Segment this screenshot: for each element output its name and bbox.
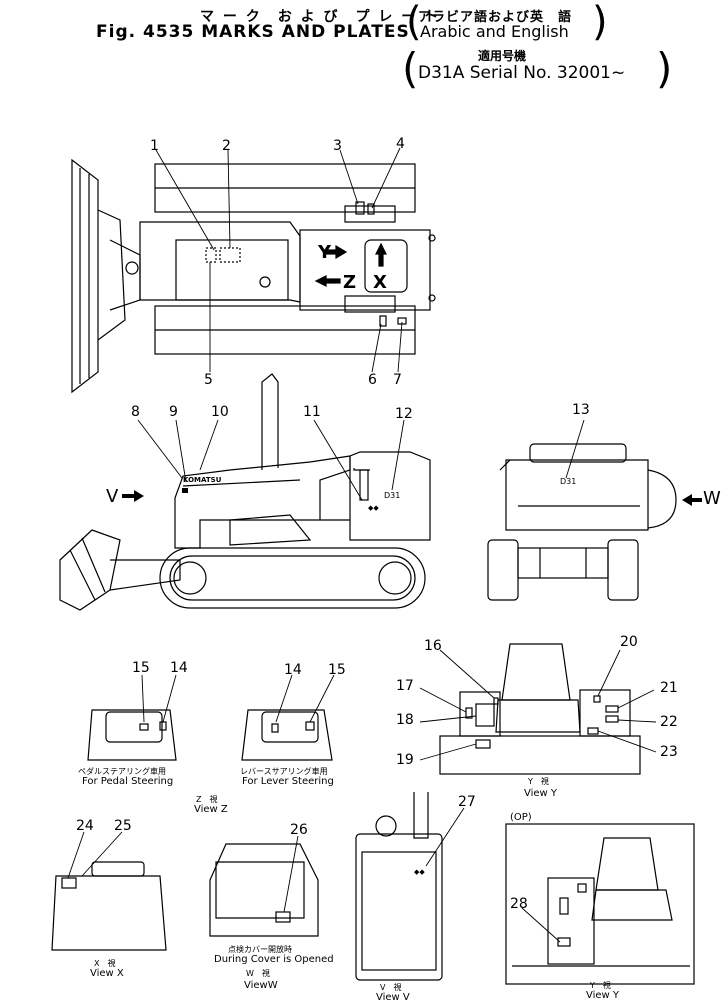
arrow-x-label: X [373, 272, 387, 293]
serial-japanese: 適用号機 [478, 49, 527, 63]
title-japanese: マ ー ク お よ び プ レ ー ト [200, 9, 441, 25]
view-arrows [314, 242, 387, 287]
view-y-caption-jp: Y 視 [528, 777, 549, 786]
arrow-v-label: V [106, 486, 119, 507]
right-paren-icon: ) [656, 44, 673, 93]
arrow-z-label: Z [343, 272, 356, 293]
left-paren-icon: ( [406, 0, 422, 45]
callout-11: 11 [303, 404, 321, 420]
language-japanese: アラビア語および英 語 [418, 10, 573, 25]
view-w-drawing [209, 843, 319, 937]
callout-20: 20 [620, 634, 638, 650]
komatsu-plate-text: KOMATSU [183, 476, 222, 484]
view-z-pedal-drawing [87, 709, 177, 761]
callout-14-lever: 14 [284, 662, 302, 678]
arrow-up-icon [375, 242, 387, 255]
callout-25: 25 [114, 818, 132, 834]
cover-caption-jp: 点検カバー開放時 [228, 945, 292, 954]
leader-lines-side [137, 419, 405, 501]
callout-21: 21 [660, 680, 678, 696]
serial-number: D31A Serial No. 32001~ [418, 63, 626, 83]
cover-caption: During Cover is Opened [214, 954, 334, 965]
view-y-op-caption: View Y [586, 990, 620, 1001]
callout-15-lever: 15 [328, 662, 346, 678]
view-z-lever-drawing [241, 709, 333, 761]
callout-23: 23 [660, 744, 678, 760]
callout-2: 2 [222, 138, 231, 154]
callout-26: 26 [290, 822, 308, 838]
callout-10: 10 [211, 404, 229, 420]
side-view-drawing [59, 373, 431, 611]
view-y-drawing [439, 643, 641, 775]
view-y-op-caption-jp: Y 視 [590, 981, 611, 990]
view-w-caption-jp: W 視 [246, 969, 270, 978]
lever-caption: For Lever Steering [242, 776, 334, 787]
callout-5: 5 [204, 372, 213, 388]
callout-18: 18 [396, 712, 414, 728]
callout-1: 1 [150, 138, 159, 154]
rear-decal-text: D31 [560, 477, 576, 486]
view-v-arrow-glyph: ◆◆ [414, 868, 425, 876]
callout-15-pedal: 15 [132, 660, 150, 676]
view-z-caption-jp: Z 視 [196, 795, 218, 804]
callout-3: 3 [333, 138, 342, 154]
language-english: Arabic and English [420, 22, 569, 41]
view-w-caption: ViewW [244, 980, 278, 991]
model-decal-text: D31 [384, 491, 400, 500]
view-x-caption-jp: X 視 [94, 959, 116, 968]
arrow-left-icon [314, 275, 327, 287]
optional-label: (OP) [510, 812, 532, 823]
callout-19: 19 [396, 752, 414, 768]
view-v-drawing [355, 792, 443, 981]
callout-27: 27 [458, 794, 476, 810]
leader-lines [155, 147, 403, 373]
arrow-v-icon [134, 490, 144, 502]
callout-28: 28 [510, 896, 528, 912]
view-y-caption: View Y [524, 788, 558, 799]
callout-4: 4 [396, 136, 405, 152]
callout-13: 13 [572, 402, 590, 418]
right-paren-icon: ) [592, 0, 608, 45]
view-y-op-drawing [512, 837, 690, 967]
arrow-y-label: Y [317, 242, 332, 263]
callout-24: 24 [76, 818, 94, 834]
view-x-caption: View X [90, 968, 124, 979]
arrow-w-label: W [703, 488, 721, 509]
view-v-caption-jp: V 視 [380, 983, 402, 992]
callout-17: 17 [396, 678, 414, 694]
left-paren-icon: ( [402, 44, 419, 93]
lever-caption-jp: レバースサアリング車用 [240, 767, 328, 776]
callout-22: 22 [660, 714, 678, 730]
optional-view-frame [505, 823, 695, 985]
figure-title: Fig. 4535 MARKS AND PLATES [96, 22, 410, 42]
arrow-right-icon [335, 244, 348, 260]
rear-view-drawing [487, 443, 677, 601]
callout-16: 16 [424, 638, 442, 654]
view-z-caption: View Z [194, 804, 228, 815]
view-v-caption: View V [376, 992, 410, 1003]
top-view-drawing [71, 158, 436, 394]
d31-arrow-glyph: ◆◆ [368, 504, 379, 512]
pedal-caption: For Pedal Steering [82, 776, 174, 787]
callout-9: 9 [169, 404, 178, 420]
callout-12: 12 [395, 406, 413, 422]
callout-6: 6 [368, 372, 377, 388]
pedal-caption-jp: ペダルステアリング車用 [78, 767, 166, 776]
view-x-drawing [51, 861, 167, 951]
arrow-w-icon [682, 494, 692, 506]
callout-8: 8 [131, 404, 140, 420]
callout-7: 7 [393, 372, 402, 388]
callout-14-pedal: 14 [170, 660, 188, 676]
plate-9-mark [182, 488, 188, 493]
